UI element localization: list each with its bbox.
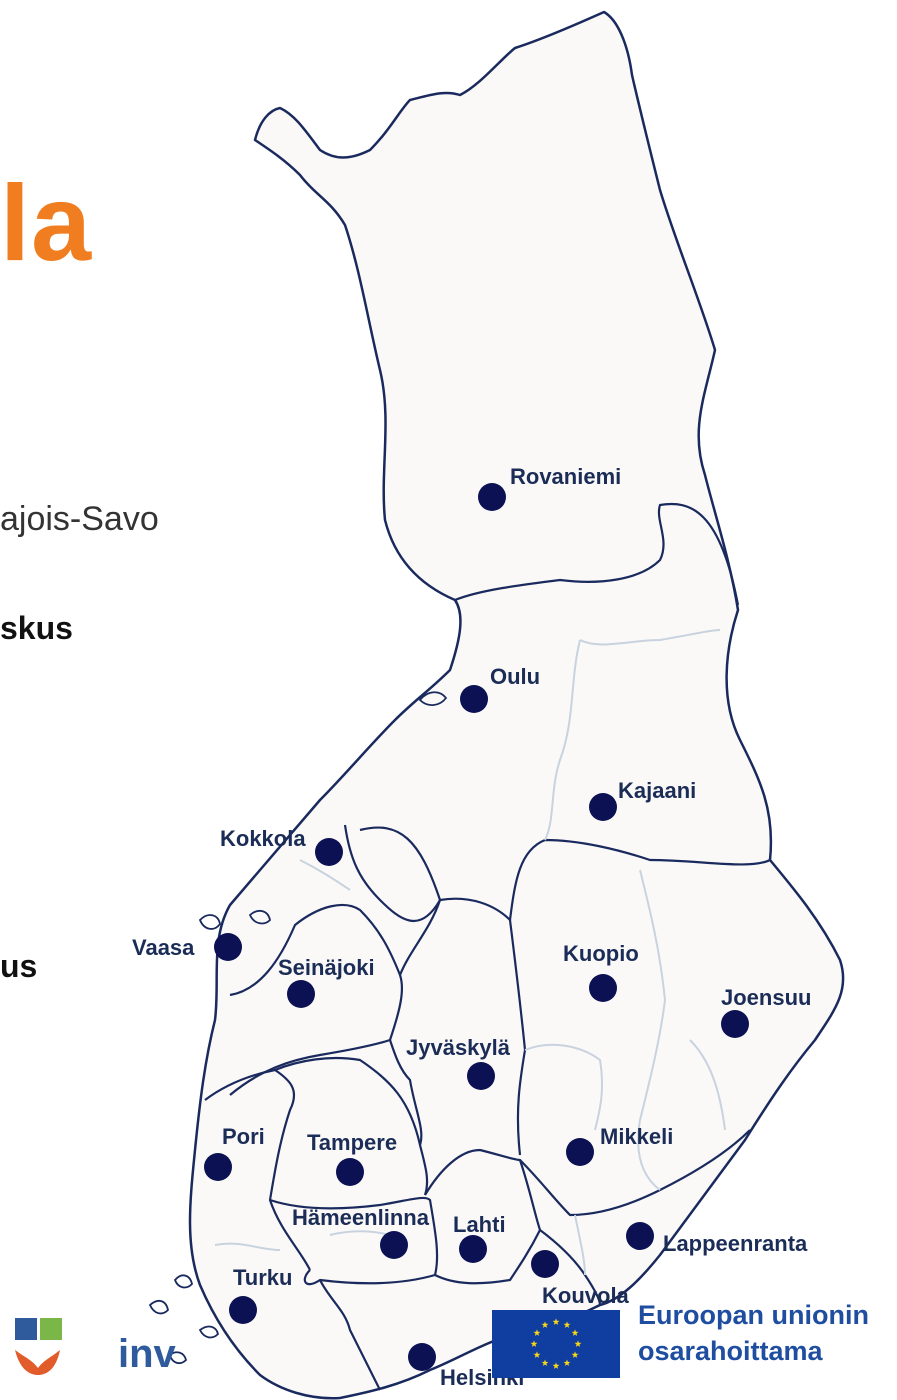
city-label-kuopio: Kuopio (563, 941, 639, 966)
subborder-6 (214, 1242, 281, 1251)
eu-star-icon (533, 1329, 541, 1336)
island-6 (198, 1325, 219, 1339)
logo-square-blue (15, 1318, 37, 1340)
island-3 (248, 909, 271, 925)
subborder-9 (299, 859, 351, 891)
city-label-rovaniemi: Rovaniemi (510, 464, 621, 489)
city-dot-kuopio[interactable] (589, 974, 617, 1002)
border-pohjois-pohjanmaa (359, 826, 771, 922)
side-text-center-2: us (0, 948, 38, 984)
eu-star-icon (571, 1351, 579, 1358)
city-label-seinajoki: Seinäjoki (278, 955, 375, 980)
border-pirkanmaa (274, 1056, 429, 1196)
city-label-hameenlinna: Hämeenlinna (292, 1205, 430, 1230)
city-dot-kajaani[interactable] (589, 793, 617, 821)
border-keski-suomi-west (388, 1039, 423, 1146)
side-text-center: skus (0, 610, 73, 646)
subborder-3 (637, 869, 666, 1191)
logo-square-green (40, 1318, 62, 1340)
subborder-1 (579, 629, 721, 646)
city-dot-hameenlinna[interactable] (380, 1231, 408, 1259)
city-dot-turku[interactable] (229, 1296, 257, 1324)
eu-star-icon (533, 1351, 541, 1358)
city-dot-pori[interactable] (204, 1153, 232, 1181)
eu-star-icon (552, 1318, 560, 1325)
eu-text-line1: Euroopan unionin (638, 1300, 869, 1330)
city-dot-lappeenranta[interactable] (626, 1222, 654, 1250)
city-dot-kokkola[interactable] (315, 838, 343, 866)
finland-outline (188, 10, 845, 1400)
eu-star-icon (541, 1359, 549, 1366)
city-label-tampere: Tampere (307, 1130, 397, 1155)
logo-mark (15, 1318, 62, 1375)
border-etela-pohjanmaa (229, 899, 442, 1096)
city-label-pori: Pori (222, 1124, 265, 1149)
border-paijat-hame (424, 1148, 542, 1285)
city-dot-rovaniemi[interactable] (478, 483, 506, 511)
city-dot-kouvola[interactable] (531, 1250, 559, 1278)
logo-tulip-icon (15, 1350, 60, 1375)
city-label-kouvola: Kouvola (542, 1283, 630, 1308)
subborder-2 (544, 639, 581, 841)
island-1 (418, 691, 448, 706)
logo-text: inv (118, 1332, 176, 1376)
subborder-8 (574, 1214, 586, 1276)
city-label-mikkeli: Mikkeli (600, 1124, 673, 1149)
island-7 (168, 1351, 187, 1365)
border-satakunta (204, 1068, 311, 1271)
city-dot-tampere[interactable] (336, 1158, 364, 1186)
city-dot-lahti[interactable] (459, 1235, 487, 1263)
city-dot-vaasa[interactable] (214, 933, 242, 961)
border-pohjanmaa (229, 903, 402, 997)
subborder-4 (524, 1043, 604, 1131)
eu-star-icon (571, 1329, 579, 1336)
slide-title: la (0, 162, 93, 283)
island-2 (198, 914, 221, 930)
eu-star-icon (574, 1340, 582, 1347)
eu-star-icon (552, 1362, 560, 1369)
eu-star-icon (563, 1321, 571, 1328)
border-uusimaa (319, 1279, 381, 1391)
city-dot-oulu[interactable] (460, 685, 488, 713)
city-dot-mikkeli[interactable] (566, 1138, 594, 1166)
city-label-joensuu: Joensuu (721, 985, 811, 1010)
city-label-jyvaskyla: Jyväskylä (406, 1035, 511, 1060)
eu-text-line2: osarahoittama (638, 1336, 823, 1366)
border-etela-savo (519, 1129, 751, 1217)
city-label-turku: Turku (233, 1265, 292, 1290)
city-label-oulu: Oulu (490, 664, 540, 689)
city-dot-helsinki[interactable] (408, 1343, 436, 1371)
eu-flag-icon (492, 1310, 620, 1378)
subborder-7 (329, 1230, 391, 1236)
city-dot-jyvaskyla[interactable] (467, 1062, 495, 1090)
city-dot-joensuu[interactable] (721, 1010, 749, 1038)
side-text-region: ajois-Savo (0, 500, 159, 538)
subborder-5 (689, 1039, 726, 1131)
city-markers: Rovaniemi Oulu Kajaani Kokkola Vaasa Sei… (132, 464, 811, 1390)
city-label-lappeenranta: Lappeenranta (663, 1231, 808, 1256)
city-dot-seinajoki[interactable] (287, 980, 315, 1008)
city-label-vaasa: Vaasa (132, 935, 195, 960)
island-5 (148, 1299, 169, 1315)
eu-star-icon (530, 1340, 538, 1347)
island-4 (173, 1274, 193, 1289)
border-keski-pohjanmaa (343, 824, 441, 922)
border-lappi (454, 502, 740, 606)
eu-star-icon (563, 1359, 571, 1366)
city-label-kajaani: Kajaani (618, 778, 696, 803)
city-label-lahti: Lahti (453, 1212, 506, 1237)
eu-star-icon (541, 1321, 549, 1328)
city-label-kokkola: Kokkola (220, 826, 306, 851)
